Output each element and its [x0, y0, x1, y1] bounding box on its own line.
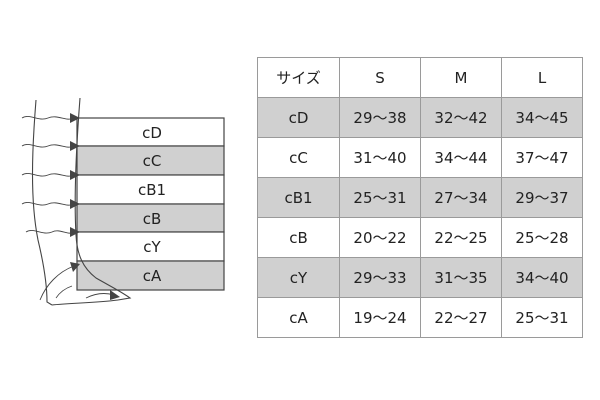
cell-l: 25～31	[501, 297, 583, 338]
cell-m: 34～44	[420, 137, 502, 178]
cell-s: 19～24	[339, 297, 421, 338]
band-label-cc: cC	[143, 152, 162, 170]
row-label: cB1	[257, 177, 340, 218]
cell-s: 25～31	[339, 177, 421, 218]
header-size: サイズ	[257, 57, 340, 98]
band-label-cb1: cB1	[138, 181, 166, 199]
cell-m: 22～27	[420, 297, 502, 338]
cell-l: 34～40	[501, 257, 583, 298]
table-row: cY 29～33 31～35 34～40	[257, 257, 583, 298]
band-label-cb: cB	[143, 210, 162, 228]
row-label: cY	[257, 257, 340, 298]
measurement-bands: cD cC cB1 cB cY cA	[76, 117, 225, 291]
header-s: S	[339, 57, 421, 98]
cell-l: 34～45	[501, 97, 583, 138]
size-chart-table: サイズ S M L cD 29～38 32～42 34～45 cC 31～40 …	[257, 57, 583, 338]
cell-s: 29～33	[339, 257, 421, 298]
cell-m: 22～25	[420, 217, 502, 258]
row-label: cC	[257, 137, 340, 178]
table-header-row: サイズ S M L	[257, 57, 583, 98]
band-label-ca: cA	[143, 267, 162, 285]
table-row: cB 20～22 22～25 25～28	[257, 217, 583, 258]
table-row: cD 29～38 32～42 34～45	[257, 97, 583, 138]
table-row: cB1 25～31 27～34 29～37	[257, 177, 583, 218]
band-cb	[76, 203, 225, 233]
header-m: M	[420, 57, 502, 98]
cell-m: 31～35	[420, 257, 502, 298]
cell-s: 31～40	[339, 137, 421, 178]
cell-l: 29～37	[501, 177, 583, 218]
table-row: cA 19～24 22～27 25～31	[257, 297, 583, 338]
band-cc	[76, 145, 225, 176]
cell-l: 37～47	[501, 137, 583, 178]
band-label-cy: cY	[143, 238, 161, 256]
leg-measurement-diagram: cD cC cB1 cB cY cA	[21, 97, 225, 306]
cell-s: 20～22	[339, 217, 421, 258]
cell-s: 29～38	[339, 97, 421, 138]
cell-l: 25～28	[501, 217, 583, 258]
row-label: cA	[257, 297, 340, 338]
band-cd	[76, 117, 225, 147]
table-row: cC 31～40 34～44 37～47	[257, 137, 583, 178]
cell-m: 32～42	[420, 97, 502, 138]
measurement-arrows	[21, 116, 115, 301]
header-l: L	[501, 57, 583, 98]
row-label: cD	[257, 97, 340, 138]
band-ca	[76, 260, 225, 291]
cell-m: 27～34	[420, 177, 502, 218]
band-label-cd: cD	[142, 124, 162, 142]
arrowheads	[70, 113, 120, 300]
row-label: cB	[257, 217, 340, 258]
